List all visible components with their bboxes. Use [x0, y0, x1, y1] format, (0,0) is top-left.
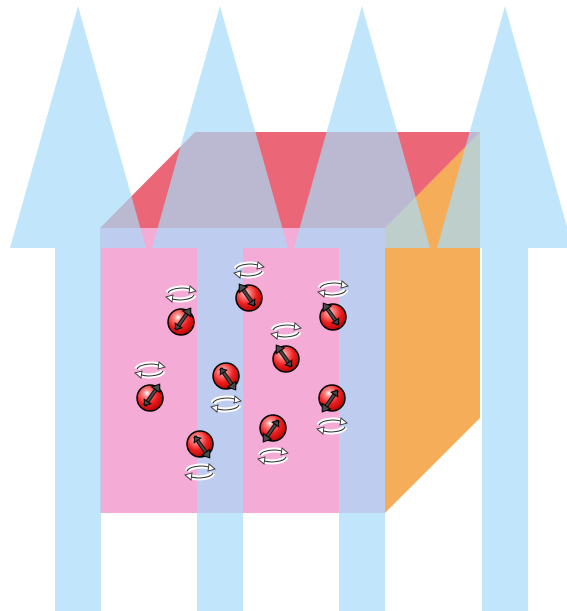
spin-vector-tail — [143, 398, 152, 407]
spin-particle — [211, 362, 241, 412]
field-arrow-2-upward-arrow-icon — [152, 6, 288, 611]
spin-particle — [271, 323, 301, 373]
double-headed-arrow-icon — [275, 344, 286, 355]
double-headed-arrow-icon — [262, 432, 273, 443]
spin-particle — [317, 384, 347, 434]
spin-vector-tail — [330, 389, 339, 398]
spin-particle — [185, 430, 215, 480]
spin-vector-tail — [247, 298, 256, 307]
spin-vector-tail — [331, 317, 340, 326]
double-headed-arrow-icon — [150, 383, 161, 394]
field-arrow-3-upward-arrow-icon — [294, 6, 430, 611]
cube — [100, 132, 480, 513]
spin-particle — [318, 281, 348, 331]
double-headed-arrow-icon — [238, 283, 249, 294]
spin-vector-tail — [219, 367, 228, 376]
spin-particles — [135, 262, 348, 480]
field-arrow-1-upward-arrow-icon — [10, 6, 146, 611]
spin-vector-tail — [284, 359, 293, 368]
field-arrow-4-upward-arrow-icon — [437, 6, 567, 611]
spin-vector-tail — [271, 419, 280, 428]
spin-vector-tail — [174, 322, 183, 331]
double-headed-arrow-icon — [226, 380, 237, 391]
spin-vector-tail — [193, 435, 202, 444]
double-headed-arrow-icon — [322, 302, 333, 313]
spin-particle — [258, 414, 288, 464]
double-headed-arrow-icon — [321, 402, 332, 413]
spin-particle — [135, 362, 165, 412]
double-headed-arrow-icon — [200, 448, 211, 459]
double-headed-arrow-icon — [181, 307, 192, 318]
spin-particle — [234, 262, 264, 312]
spin-particle — [166, 286, 196, 336]
field-arrows — [10, 6, 567, 611]
